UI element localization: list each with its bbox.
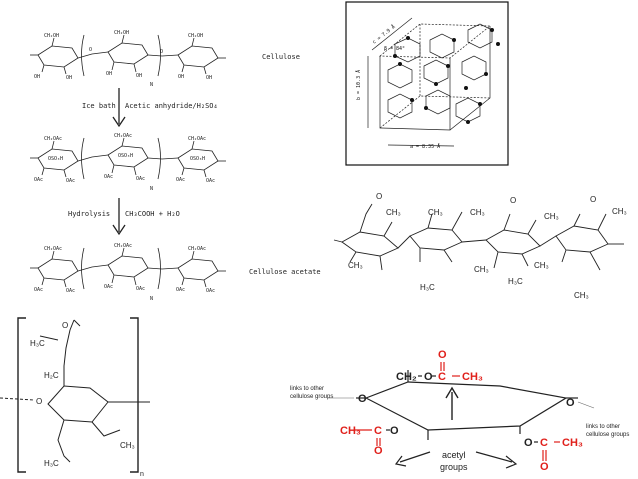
angle-label: β = 84° xyxy=(384,46,405,52)
ester-o: O xyxy=(524,437,533,449)
ring-outline xyxy=(364,381,568,431)
ring-label: OH xyxy=(34,74,40,80)
ring-label: CH₂OAc xyxy=(44,136,62,142)
step2-right-label: CH₃COOH + H₂O xyxy=(125,210,180,218)
ring-label: OSO₃H xyxy=(48,156,63,162)
bracket-subscript-n: n xyxy=(140,471,144,478)
ring-label: OAc xyxy=(206,288,215,294)
ring-label: OH xyxy=(136,73,142,79)
acetate-label: Cellulose acetate xyxy=(249,268,321,276)
acyl-ch3: CH₃ xyxy=(348,261,363,270)
links-right-line1: links to other xyxy=(586,424,620,430)
links-right-line2: cellulose groups xyxy=(586,432,629,438)
acyl-ch3: CH₃ xyxy=(428,208,443,217)
ring-label: CH₂OAc xyxy=(114,133,132,139)
acyl-ch3: CH₃ xyxy=(386,208,401,217)
ring-label: OAc xyxy=(136,176,145,182)
ring-label: CH₂OAc xyxy=(188,136,206,142)
acyl-o: O xyxy=(376,192,382,201)
ring-label: OSO₃H xyxy=(190,156,205,162)
ring-label: O xyxy=(160,49,163,55)
acyl-ch3-red: CH₃ xyxy=(462,371,483,383)
ring-label: OAc xyxy=(66,178,75,184)
ester-o: O xyxy=(390,425,399,437)
acyl-o: O xyxy=(590,195,596,204)
links-left-line2: cellulose groups xyxy=(290,394,333,400)
bracket-o: O xyxy=(36,397,42,406)
acyl-ch3: CH₃ xyxy=(534,261,549,270)
crystal-unit-cell: a = 8.35 Å b = 10.3 Å c = 7.9 Å β = 84° xyxy=(345,1,509,166)
ring-label: OAc xyxy=(66,288,75,294)
crystal-frame xyxy=(345,1,509,166)
carbonyl-o-red: O xyxy=(438,349,447,361)
ring-label: CH₂OAc xyxy=(44,246,62,252)
acyl-ch3-red: CH₃ xyxy=(340,425,361,437)
ring-label: OAc xyxy=(34,177,43,183)
acyl-ch3: CH₃ xyxy=(544,212,559,221)
ring-o: O xyxy=(358,393,367,405)
ring-label: OAc xyxy=(176,287,185,293)
acyl-h3c: H₃C xyxy=(508,277,523,286)
ring-label: CH₂OAc xyxy=(188,246,206,252)
acyl-ch3-red: CH₃ xyxy=(562,437,583,449)
repeat-n: N xyxy=(150,296,153,302)
ring-label: OAc xyxy=(176,177,185,183)
acyl-ch3: CH₃ xyxy=(470,208,485,217)
reaction-scheme xyxy=(30,34,226,290)
bracket-o: O xyxy=(62,321,68,330)
ring-label: OH xyxy=(178,74,184,80)
acyl-ch3: CH₃ xyxy=(574,291,589,300)
acetyl-label-line1: acetyl xyxy=(442,450,466,460)
right-bracket xyxy=(130,317,139,473)
bracket-h2c: H₂C xyxy=(44,371,59,380)
bracket-repeat-unit xyxy=(0,317,150,473)
repeat-n: N xyxy=(150,82,153,88)
ring-o-right: O xyxy=(566,397,575,409)
acetate-chain-3d xyxy=(333,203,624,271)
left-bracket xyxy=(17,317,26,473)
step2-left-label: Hydrolysis xyxy=(68,210,110,218)
ring-label: OAc xyxy=(104,284,113,290)
ring-label: O xyxy=(89,47,92,53)
cellulose-label: Cellulose xyxy=(262,53,300,61)
bracket-ch3: CH₃ xyxy=(120,441,135,450)
intermediate-chain xyxy=(30,137,226,180)
bracket-h3c-top: H₃C xyxy=(30,339,45,348)
acetyl-groups-diagram: CH₂ O O O O O C CH₃ O CH₃ C O C CH₃ O xyxy=(290,349,629,473)
ring-label: OSO₃H xyxy=(118,153,133,159)
ring-label: OAc xyxy=(136,286,145,292)
ring-label: OAc xyxy=(104,174,113,180)
acetate-chain xyxy=(30,247,226,290)
repeat-n: N xyxy=(150,186,153,192)
dim-b-label: b = 10.3 Å xyxy=(355,70,362,100)
acyl-ch3: CH₃ xyxy=(612,207,627,216)
ch2-group: CH₂ xyxy=(396,371,417,383)
cellulose-chain xyxy=(30,34,226,77)
carbonyl-o-red: O xyxy=(374,445,383,457)
acyl-o: O xyxy=(510,196,516,205)
ring-label: OH xyxy=(66,75,72,81)
ring-label: CH₂OH xyxy=(114,30,129,36)
ring-label: CH₂OAc xyxy=(114,243,132,249)
step1-right-label: Acetic anhydride/H₂SO₄ xyxy=(125,102,218,110)
ring-label: CH₂OH xyxy=(188,33,203,39)
acetyl-label-line2: groups xyxy=(440,462,468,472)
dim-a-label: a = 8.35 Å xyxy=(410,143,440,150)
ring-label: OAc xyxy=(206,178,215,184)
acyl-c-red: C xyxy=(540,437,548,449)
ring-label: OH xyxy=(206,75,212,81)
links-left-line1: links to other xyxy=(290,386,324,392)
acyl-h3c: H₃C xyxy=(420,283,435,292)
ring-label: CH₂OH xyxy=(44,33,59,39)
acyl-ch3: CH₃ xyxy=(474,265,489,274)
ester-o: O xyxy=(424,371,433,383)
step1-left-label: Ice bath xyxy=(82,102,116,110)
carbonyl-o-red: O xyxy=(540,461,549,473)
ring-label: OH xyxy=(106,71,112,77)
acyl-c-red: C xyxy=(438,371,446,383)
acyl-c-red: C xyxy=(374,425,382,437)
bracket-h3c-bottom: H₃C xyxy=(44,459,59,468)
ring-label: OAc xyxy=(34,287,43,293)
